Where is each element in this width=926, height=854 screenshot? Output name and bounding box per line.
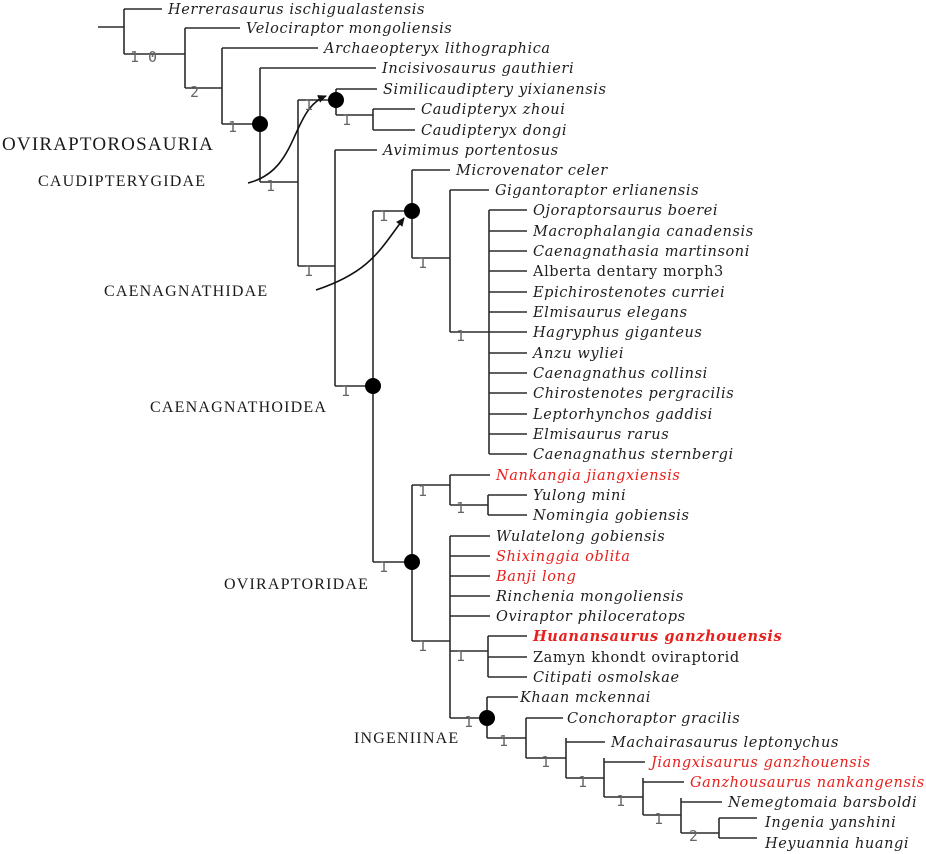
taxon-label-shixinggia: Shixinggia oblita <box>496 549 630 565</box>
taxon-label-hagryphus: Hagryphus giganteus <box>532 325 702 341</box>
taxon-label-khaan: Khaan mckennai <box>519 690 651 706</box>
taxon-label-conchoraptor: Conchoraptor gracilis <box>567 711 740 727</box>
taxon-label-incisivosaurus: Incisivosaurus gauthieri <box>381 61 574 77</box>
ingeniinae-node-marker <box>479 710 495 726</box>
support-value-caenagnathid-polytomy: 1 <box>456 327 465 345</box>
taxon-label-nankangia: Nankangia jiangxiensis <box>495 468 680 484</box>
taxon-label-caudipteryx-dongi: Caudipteryx dongi <box>421 123 567 139</box>
taxon-label-anzu: Anzu wyliei <box>531 346 624 362</box>
taxon-label-jiangxisaurus: Jiangxisaurus ganzhouensis <box>648 755 871 771</box>
taxon-label-ojoraptorsaurus: Ojoraptorsaurus boerei <box>533 203 718 219</box>
taxon-label-leptorhynchos: Leptorhynchos gaddisi <box>532 407 713 423</box>
support-value-gigantoraptor-plus: 1 <box>418 254 427 272</box>
support-value-oviraptoridae: 1 <box>379 558 388 576</box>
caudipterygidae-node-marker <box>328 92 344 108</box>
taxon-label-caenagnathus-sternbergi: Caenagnathus sternbergi <box>533 447 734 463</box>
taxon-label-rinchenia: Rinchenia mongoliensis <box>495 589 684 605</box>
taxon-label-machairasaurus: Machairasaurus leptonychus <box>610 735 839 751</box>
support-value-yulong-nomingia: 1 <box>456 499 465 517</box>
oviraptoridae-node-marker <box>404 554 420 570</box>
clade-label-ingeniinae: INGENIINAE <box>354 730 459 747</box>
support-value-oviraptorine-group: 1 <box>418 637 427 655</box>
taxon-labels: Herrerasaurus ischigualastensisVelocirap… <box>167 2 925 852</box>
taxon-label-wulatelong: Wulatelong gobiensis <box>496 529 665 545</box>
support-value-ingenia-heyuannia: 2 <box>689 827 698 845</box>
support-value-nemegtomaia-plus: 1 <box>654 810 663 828</box>
support-value-caenagnathidae: 1 <box>379 207 388 225</box>
caenagnathidae-node-marker <box>404 203 420 219</box>
taxon-label-caenagnathus-collinsi: Caenagnathus collinsi <box>533 366 708 382</box>
clade-label-caenagnathoidea: CAENAGNATHOIDEA <box>150 399 327 416</box>
clade-label-caenagnathidae: CAENAGNATHIDAE <box>104 283 268 300</box>
support-value-machairasaurus-plus: 1 <box>541 753 550 771</box>
taxon-label-epichirostenotes: Epichirostenotes curriei <box>532 285 725 301</box>
taxon-label-gigantoraptor: Gigantoraptor erlianensis <box>495 183 699 199</box>
clade-label-oviraptorosauria: OVIRAPTOROSAURIA <box>2 134 214 155</box>
support-value-nankangia-group: 1 <box>418 482 427 500</box>
taxon-label-alberta-dentary: Alberta dentary morph3 <box>532 264 724 280</box>
support-value-root: 1 0 <box>130 48 157 66</box>
caudipterygidae-arrow <box>247 95 327 184</box>
clade-label-caudipterygidae: CAUDIPTERYGIDAE <box>38 173 206 190</box>
taxon-label-ganzhousaurus: Ganzhousaurus nankangensis <box>690 775 925 791</box>
taxon-label-chirostenotes: Chirostenotes pergracilis <box>533 386 734 402</box>
support-values: 1 0 2 1 1 1 1 1 1 1 1 1 1 1 1 1 1 1 1 1 1 1 1 2 <box>130 48 698 845</box>
support-value-velociraptor-plus: 2 <box>190 83 199 101</box>
support-value-archaeopteryx-plus: 1 <box>228 118 237 136</box>
tree-branches <box>98 8 757 839</box>
taxon-label-elmisaurus-rarus: Elmisaurus rarus <box>532 427 669 443</box>
support-value-caudipteryx-pair: 1 <box>342 111 351 129</box>
taxon-label-caudipteryx-zhoui: Caudipteryx zhoui <box>421 102 565 118</box>
caenagnathoidea-node-marker <box>365 378 381 394</box>
taxon-label-avimimus: Avimimus portentosus <box>381 143 559 159</box>
taxon-label-velociraptor: Velociraptor mongoliensis <box>246 21 452 37</box>
support-value-caudipterygidae: 1 <box>304 96 313 114</box>
support-value-jiangxisaurus-plus: 1 <box>578 773 587 791</box>
taxon-label-ingenia: Ingenia yanshini <box>764 815 896 831</box>
clade-arrows <box>247 95 405 291</box>
taxon-label-archaeopteryx: Archaeopteryx lithographica <box>322 41 551 57</box>
support-value-conchoraptor-plus: 1 <box>499 732 508 750</box>
taxon-label-heyuannia: Heyuannia huangi <box>764 836 909 852</box>
support-value-caenagnathoidea: 1 <box>341 382 350 400</box>
support-value-caudipterygidae-plus: 1 <box>266 177 275 195</box>
clade-label-oviraptoridae: OVIRAPTORIDAE <box>224 576 369 593</box>
node-markers <box>252 92 495 726</box>
taxon-label-herrerasaurus: Herrerasaurus ischigualastensis <box>167 2 425 18</box>
taxon-label-citipati: Citipati osmolskae <box>533 670 680 686</box>
clade-labels: OVIRAPTOROSAURIA CAUDIPTERYGIDAE CAENAGN… <box>2 134 459 747</box>
taxon-label-macrophalangia: Macrophalangia canadensis <box>532 224 754 240</box>
oviraptorosauria-node-marker <box>252 116 268 132</box>
taxon-label-nomingia: Nomingia gobiensis <box>532 508 690 524</box>
support-value-huanansaurus-group: 1 <box>456 647 465 665</box>
taxon-label-microvenator: Microvenator celer <box>455 163 608 179</box>
taxon-label-elmisaurus-elegans: Elmisaurus elegans <box>532 305 688 321</box>
support-value-avimimus-plus: 1 <box>304 262 313 280</box>
taxon-label-banji: Banji long <box>495 569 576 585</box>
support-value-ingeniinae: 1 <box>464 713 473 731</box>
taxon-label-yulong: Yulong mini <box>533 488 626 504</box>
taxon-label-caenagnathasia: Caenagnathasia martinsoni <box>533 244 750 260</box>
taxon-label-oviraptor: Oviraptor philoceratops <box>496 609 686 625</box>
taxon-label-similicaudipteryx: Similicaudiptery yixianensis <box>383 82 607 98</box>
support-value-ganzhousaurus-plus: 1 <box>616 792 625 810</box>
taxon-label-huanansaurus: Huanansaurus ganzhouensis <box>532 628 782 645</box>
caenagnathidae-arrow <box>315 217 405 291</box>
taxon-label-nemegtomaia: Nemegtomaia barsboldi <box>727 795 917 811</box>
taxon-label-zamyn-khondt: Zamyn khondt oviraptorid <box>533 650 740 666</box>
